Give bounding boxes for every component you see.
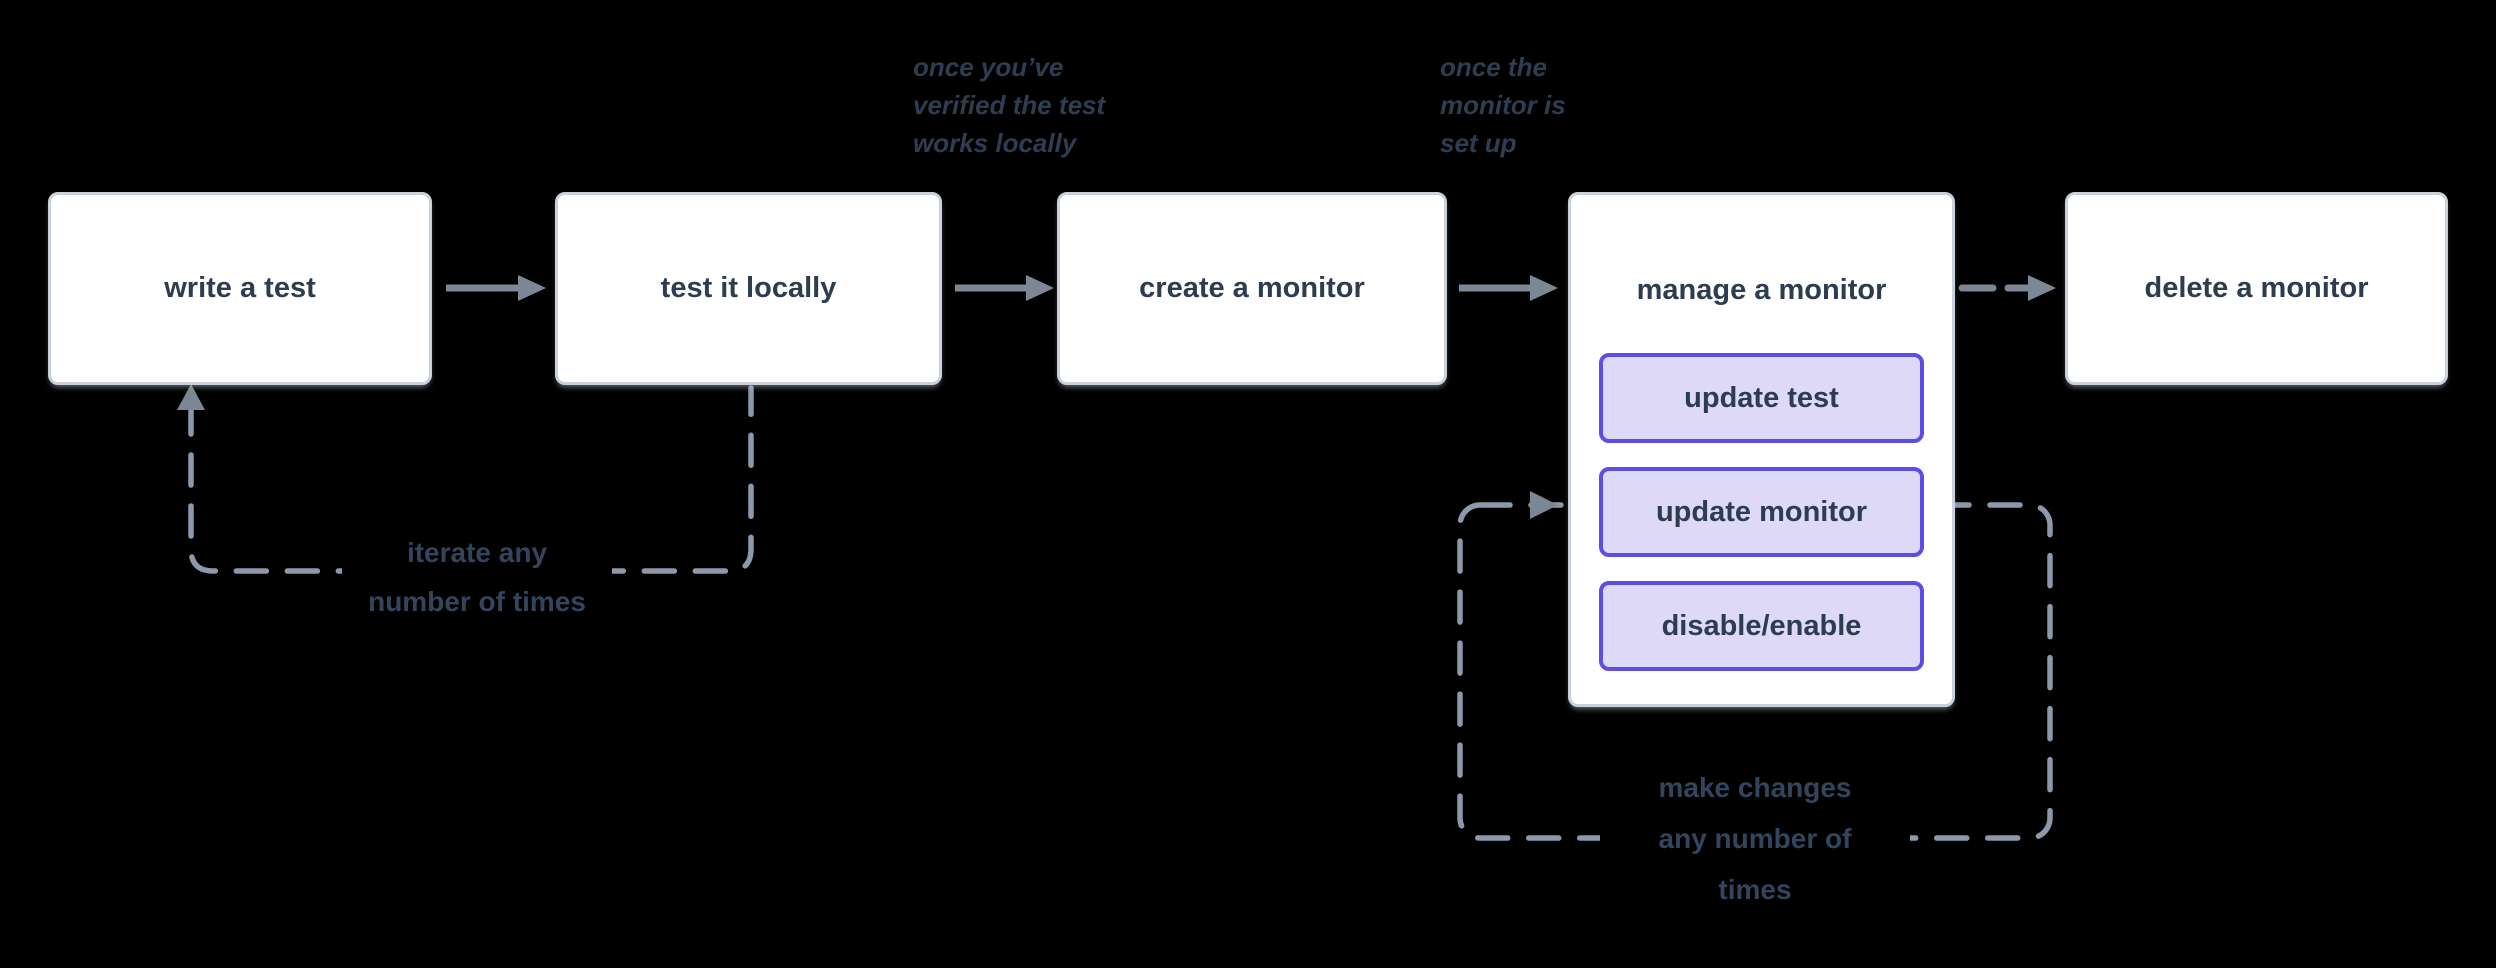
node-write-test: write a test: [48, 192, 432, 385]
action-label: disable/enable: [1661, 609, 1862, 642]
dashed-arrow-manage-to-delete: [1958, 275, 2056, 301]
arrow-create-to-manage: [1459, 275, 1558, 301]
node-test-locally: test it locally: [555, 192, 942, 385]
node-label: manage a monitor: [1636, 273, 1887, 306]
annotation-monitor-setup: once the monitor is set up: [1440, 52, 1566, 158]
node-label: write a test: [164, 272, 316, 304]
manage-monitor-title: manage a monitor: [1571, 195, 1952, 385]
loop-label-make-changes: make changes any number of times: [1600, 762, 1910, 915]
node-create-monitor: create a monitor: [1057, 192, 1447, 385]
iterate-loop-arrowhead: [177, 384, 205, 410]
loop-label-iterate: iterate any number of times: [342, 528, 612, 626]
arrow-write-to-test: [446, 275, 546, 301]
node-label: create a monitor: [1139, 272, 1365, 304]
node-label: delete a monitor: [2144, 272, 2369, 304]
arrow-test-to-create: [955, 275, 1054, 301]
annotation-verified-locally: once you’ve verified the test works loca…: [913, 52, 1106, 158]
node-manage-monitor: manage a monitor update test update moni…: [1568, 192, 1955, 707]
action-update-monitor: update monitor: [1599, 467, 1924, 557]
action-label: update test: [1684, 381, 1839, 414]
make-changes-loop-arrowhead: [1530, 491, 1558, 519]
action-disable-enable: disable/enable: [1599, 581, 1924, 671]
action-update-test: update test: [1599, 353, 1924, 443]
node-delete-monitor: delete a monitor: [2065, 192, 2448, 385]
node-label: test it locally: [660, 272, 837, 304]
action-label: update monitor: [1655, 495, 1868, 528]
